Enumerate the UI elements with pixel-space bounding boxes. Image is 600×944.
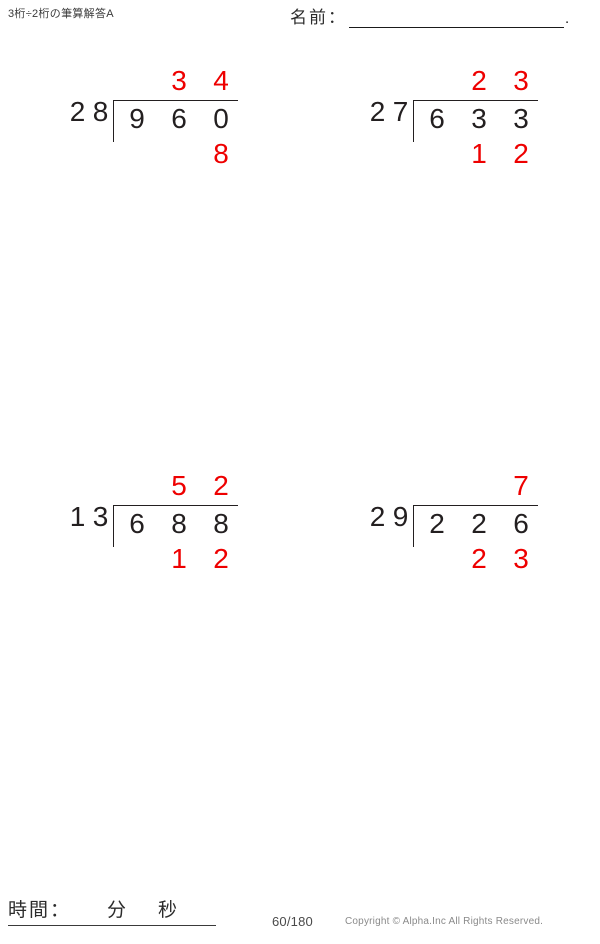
quotient-digit-empty xyxy=(458,469,500,503)
remainder-digit: 8 xyxy=(213,138,229,169)
division-bracket xyxy=(413,100,538,142)
dividend-digit: 6 xyxy=(171,103,187,134)
division-bracket xyxy=(413,505,538,547)
page-title: 3桁÷2桁の筆算解答A xyxy=(8,8,114,20)
remainder-digit-empty xyxy=(116,137,158,171)
quotient-digit: 2 xyxy=(213,470,229,501)
quotient-digit-empty xyxy=(116,469,158,503)
divisor-digit: 2 xyxy=(369,96,386,127)
quotient-row: 7 xyxy=(416,469,544,503)
remainder-digit: 1 xyxy=(471,138,487,169)
divisor-digit: 2 xyxy=(369,501,386,532)
quotient-digit-empty xyxy=(416,64,458,98)
time-field: 時間： 分 秒 xyxy=(8,899,216,926)
dividend-digit: 2 xyxy=(471,508,487,539)
dividend-digit: 8 xyxy=(171,508,187,539)
time-minutes-unit: 分 xyxy=(107,900,127,921)
division-bracket xyxy=(113,505,238,547)
page-number: 60/180 xyxy=(272,914,313,929)
name-field: 名前： . xyxy=(290,8,569,28)
divisor-digit: 8 xyxy=(92,96,109,127)
remainder-digit: 3 xyxy=(513,543,529,574)
dividend-digit: 6 xyxy=(429,103,445,134)
remainder-digit: 1 xyxy=(171,543,187,574)
quotient-digit: 3 xyxy=(171,65,187,96)
divisor-digit: 3 xyxy=(92,501,109,532)
remainder-digit-empty xyxy=(416,542,458,576)
dividend-digit: 6 xyxy=(129,508,145,539)
remainder-digit-empty xyxy=(116,542,158,576)
remainder-digit-empty xyxy=(416,137,458,171)
quotient-digit: 3 xyxy=(513,65,529,96)
dividend-digit: 2 xyxy=(429,508,445,539)
time-seconds-unit: 秒 xyxy=(158,900,178,921)
quotient-digit: 7 xyxy=(513,470,529,501)
name-label: 名前： xyxy=(290,8,347,27)
divisor-digit: 7 xyxy=(392,96,409,127)
remainder-digit: 2 xyxy=(471,543,487,574)
dividend-digit: 3 xyxy=(513,103,529,134)
dividend-digit: 0 xyxy=(213,103,229,134)
divisor-digit: 2 xyxy=(69,96,86,127)
quotient-digit: 2 xyxy=(471,65,487,96)
time-label: 時間： xyxy=(8,900,72,921)
name-period: . xyxy=(565,10,570,27)
dividend-digit: 3 xyxy=(471,103,487,134)
remainder-digit: 2 xyxy=(213,543,229,574)
footer: 時間： 分 秒 60/180 Copyright © Alpha.Inc All… xyxy=(0,884,600,944)
remainder-digit: 2 xyxy=(513,138,529,169)
dividend-digit: 8 xyxy=(213,508,229,539)
division-bracket xyxy=(113,100,238,142)
quotient-digit-empty xyxy=(416,469,458,503)
copyright-notice: Copyright © Alpha.Inc All Rights Reserve… xyxy=(345,916,544,927)
remainder-row: 8 xyxy=(116,137,244,171)
remainder-digit-empty xyxy=(158,137,200,171)
quotient-digit: 4 xyxy=(213,65,229,96)
name-input-blank[interactable] xyxy=(349,8,564,28)
divisor-digit: 9 xyxy=(392,501,409,532)
divisor-digit: 1 xyxy=(69,501,86,532)
quotient-digit-empty xyxy=(116,64,158,98)
dividend-digit: 6 xyxy=(513,508,529,539)
quotient-digit: 5 xyxy=(171,470,187,501)
dividend-digit: 9 xyxy=(129,103,145,134)
